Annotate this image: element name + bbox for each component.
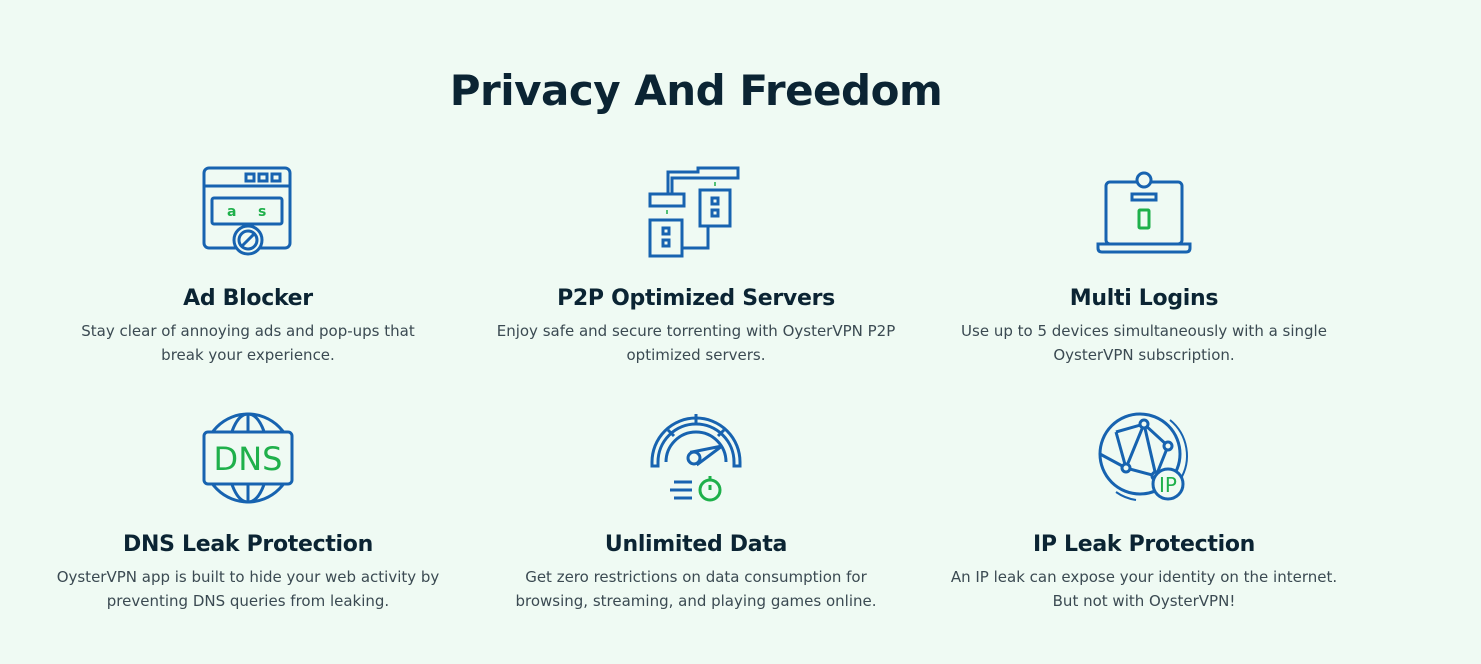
feature-description: Stay clear of annoying ads and pop-ups t…	[81, 322, 415, 364]
feature-title: DNS Leak Protection	[123, 532, 373, 557]
feature-ip-leak: IP IP Leak Protection An IP leak can exp…	[924, 410, 1364, 613]
feature-multi-logins: Multi Logins Use up to 5 devices simulta…	[924, 164, 1364, 367]
feature-title: Multi Logins	[1069, 286, 1219, 311]
feature-description: Get zero restrictions on data consumptio…	[515, 568, 877, 610]
svg-text:IP: IP	[1159, 473, 1177, 497]
feature-dns-leak: DNS DNS Leak Protection OysterVPN app is…	[28, 410, 468, 613]
speedometer-icon	[650, 414, 742, 502]
dns-globe-icon: DNS	[202, 412, 294, 504]
ad-blocker-icon: a s	[202, 166, 292, 256]
svg-text:DNS: DNS	[214, 440, 283, 478]
svg-text:s: s	[258, 204, 266, 220]
feature-title: P2P Optimized Servers	[557, 286, 835, 311]
p2p-servers-icon	[648, 166, 740, 258]
feature-ad-blocker: a s Ad Blocker Stay clear of annoying ad…	[28, 164, 468, 367]
feature-unlimited-data: Unlimited Data Get zero restrictions on …	[476, 410, 916, 613]
feature-description: OysterVPN app is built to hide your web …	[56, 568, 440, 610]
feature-title: Unlimited Data	[604, 532, 788, 557]
feature-p2p: P2P Optimized Servers Enjoy safe and sec…	[476, 164, 916, 367]
feature-title: IP Leak Protection	[1032, 532, 1256, 557]
feature-description: An IP leak can expose your identity on t…	[950, 568, 1338, 610]
multi-device-icon	[1096, 171, 1192, 254]
svg-text:a: a	[227, 204, 236, 220]
ip-globe-icon: IP	[1098, 412, 1188, 501]
feature-description: Enjoy safe and secure torrenting with Oy…	[496, 322, 896, 364]
feature-title: Ad Blocker	[183, 286, 313, 311]
feature-description: Use up to 5 devices simultaneously with …	[961, 322, 1327, 364]
section-title: Privacy And Freedom	[449, 66, 943, 115]
